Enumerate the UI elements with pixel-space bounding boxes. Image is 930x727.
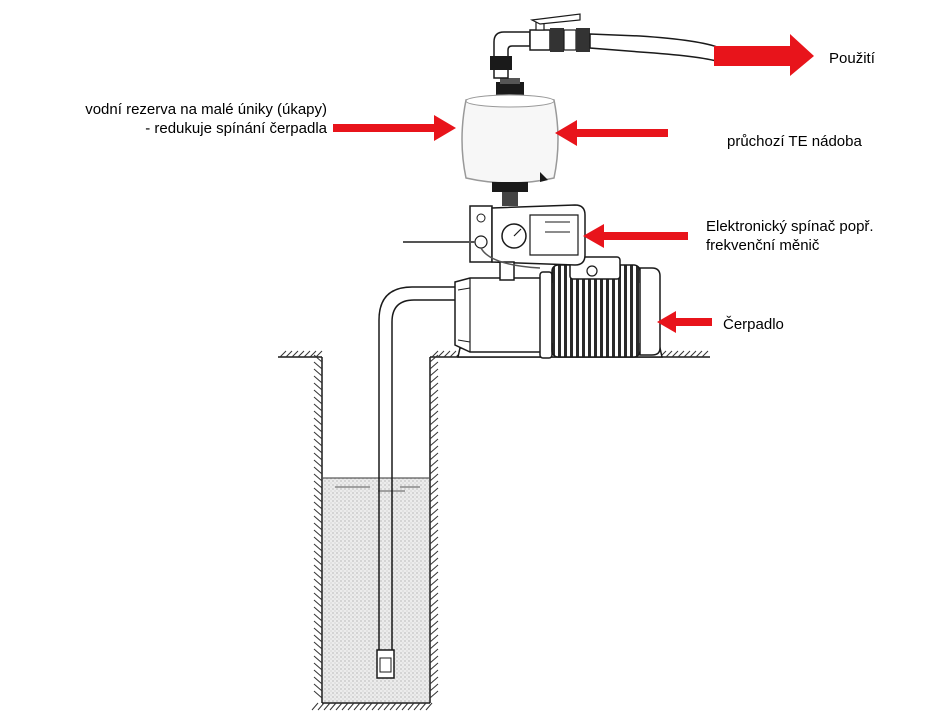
foot-valve: [376, 649, 395, 679]
reserve-arrow: [333, 115, 456, 141]
suction-pipe: [378, 286, 455, 650]
electronic-switch: [403, 204, 586, 281]
outlet-pipe: [490, 13, 721, 79]
electronic-switch-label-line2: frekvenční měnič: [706, 237, 820, 254]
water-reserve-label-line1: vodní rezerva na malé úniky (úkapy): [85, 101, 327, 118]
te-vessel: [461, 78, 559, 206]
output-label: Použití: [829, 50, 875, 67]
te-vessel-label: průchozí TE nádoba: [727, 133, 862, 150]
annotation-arrows: [333, 34, 814, 333]
water-reserve-label-line2: - redukuje spínání čerpadla: [145, 120, 327, 137]
electronic-switch-label: Elektronický spínač popř. frekvenční měn…: [706, 217, 874, 255]
pump: [454, 256, 663, 359]
pump-arrow: [657, 311, 712, 333]
output-arrow: [714, 34, 814, 76]
vessel-arrow: [555, 120, 668, 146]
well-water: [323, 478, 429, 702]
water-reserve-label: vodní rezerva na malé úniky (úkapy) - re…: [40, 100, 327, 138]
electronic-switch-label-line1: Elektronický spínač popř.: [706, 218, 874, 235]
pump-label: Čerpadlo: [723, 316, 784, 333]
switch-arrow: [583, 224, 688, 248]
